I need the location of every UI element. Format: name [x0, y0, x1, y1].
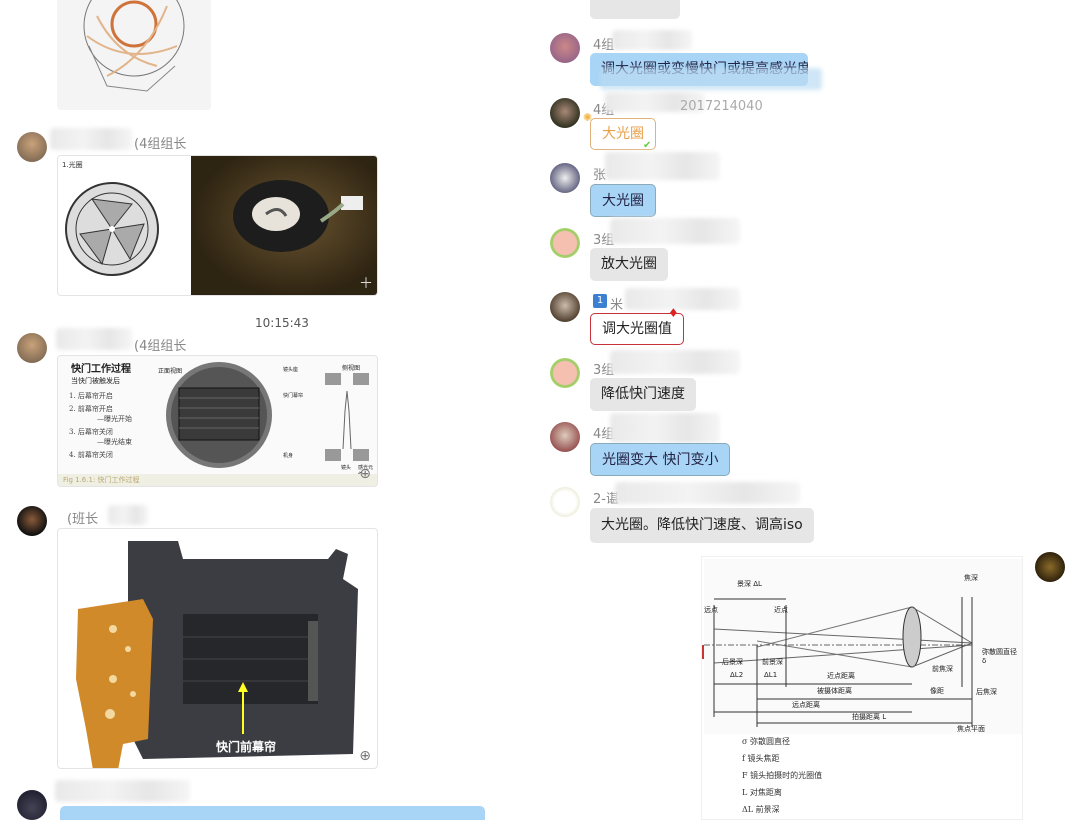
sender-name: 4组	[593, 38, 615, 53]
sender-name: (4组组长	[134, 137, 187, 152]
message-bubble[interactable]: 大光圈。降低快门速度、调高iso	[590, 508, 814, 543]
shutter-circle-diagram	[166, 362, 272, 468]
sender-name: 米	[610, 298, 624, 313]
self-avatar[interactable]	[1035, 552, 1065, 582]
avatar[interactable]	[17, 132, 47, 162]
iris-diagram-icon	[65, 182, 159, 276]
label: 镜头	[341, 465, 352, 471]
diagram-label: 后焦深	[976, 688, 997, 696]
partial-message-bubble[interactable]	[590, 0, 680, 19]
avatar[interactable]	[550, 422, 580, 452]
blurred-name	[610, 350, 740, 374]
diagram-label: ΔL2	[730, 671, 744, 679]
blurred-name	[612, 30, 692, 50]
sun-icon: ✺	[583, 111, 593, 124]
sender-name: 3组	[593, 233, 615, 248]
zoom-icon[interactable]: ⊕	[359, 748, 371, 764]
sender-name: (4组组长	[134, 339, 187, 354]
depth-of-field-diagram	[702, 559, 1022, 734]
message-bubble[interactable]: 大光圈	[590, 118, 656, 150]
blurred-name	[605, 92, 705, 112]
blurred-name	[55, 780, 190, 802]
label: 快门幕帘	[283, 393, 304, 399]
diagram-label: 被摄体距离	[817, 687, 852, 695]
diagram-label: 拍摄距离 L	[852, 713, 887, 721]
message-bubble[interactable]: 放大光圈	[590, 248, 668, 281]
zoom-icon[interactable]: ⊕	[359, 466, 371, 482]
sender-name: (班长	[67, 512, 99, 527]
partial-blue-bubble[interactable]	[60, 806, 485, 820]
avatar[interactable]	[550, 292, 580, 322]
image-caption: 1.光圈	[62, 161, 83, 169]
zoom-icon[interactable]: ＋	[359, 276, 373, 292]
diagram-label: 前焦深	[932, 665, 953, 673]
diagram-label: 后景深	[722, 658, 743, 666]
sender-name: 张	[593, 168, 607, 183]
message-bubble[interactable]: 光圈变大 快门变小	[590, 443, 731, 476]
photo-label: 快门前幕帘	[216, 740, 277, 754]
diagram-label: 弥散圆直径δ	[982, 648, 1017, 665]
shutter-unit-photo	[76, 541, 358, 768]
blurred-name	[605, 152, 720, 180]
diagram-label: 景深 ΔL	[737, 580, 762, 588]
side-view-diagram	[325, 373, 369, 461]
image-message[interactable]: 1.光圈 ＋	[57, 155, 378, 296]
label: 镜头座	[283, 367, 299, 373]
diagram-subtitle: 当快门被触发后	[71, 377, 120, 385]
message-bubble[interactable]: 大光圈	[590, 184, 656, 217]
blurred-name	[610, 218, 740, 244]
avatar[interactable]	[17, 790, 47, 820]
avatar[interactable]	[550, 163, 580, 193]
blurred-name	[615, 482, 800, 504]
diagram-label: 焦点平面	[957, 725, 985, 733]
avatar[interactable]	[17, 333, 47, 363]
avatar[interactable]	[550, 358, 580, 388]
heart-icon: ♦	[668, 306, 679, 320]
blurred-name	[108, 505, 148, 525]
aperture-drawing-icon	[83, 0, 185, 92]
image-message-shutter-photo[interactable]: 快门前幕帘 ⊕	[57, 528, 378, 769]
avatar[interactable]	[17, 506, 47, 536]
sender-name: 4组	[593, 427, 615, 442]
diagram-label: 近点	[774, 606, 788, 614]
label: 正面视图	[158, 368, 183, 375]
diagram-label: ΔL1	[764, 671, 778, 679]
message-bubble[interactable]: 调大光圈值	[590, 313, 684, 345]
avatar[interactable]	[550, 228, 580, 258]
sender-name: 2-谌	[593, 492, 619, 507]
image-message-dof-diagram[interactable]: 景深 ΔL 远点 近点 焦深 后景深 前景深 ΔL2 ΔL1 近点距离 被摄体距…	[701, 556, 1023, 820]
label: 侧视图	[342, 365, 361, 372]
diagram-label: 远点距离	[792, 701, 820, 709]
message-bubble[interactable]: 降低快门速度	[590, 378, 696, 411]
blurred-name	[610, 413, 720, 443]
diagram-label: 焦深	[964, 574, 978, 582]
blurred-name	[50, 128, 132, 150]
diagram-label: 近点距离	[827, 672, 855, 680]
aperture-photo: ＋	[191, 156, 377, 295]
label: 机身	[283, 453, 294, 459]
figure-caption: Fig 1.6.1: 快门工作过程	[58, 474, 377, 486]
sender-name: 3组	[593, 363, 615, 378]
blurred-name	[625, 288, 740, 310]
diagram-label: 远点	[704, 606, 718, 614]
rank-badge: 1	[593, 294, 607, 308]
diagram-label: 像距	[930, 687, 944, 695]
avatar[interactable]	[550, 98, 580, 128]
leaf-icon: ✔	[643, 140, 652, 151]
sender-id: 2017214040	[680, 99, 763, 114]
diagram-legend: σ 弥散圆直径 f 镜头焦距 F 镜头拍摄时的光圈值 L 对焦距离 ΔL 前景深	[742, 737, 823, 814]
image-aperture-drawing[interactable]	[57, 0, 211, 110]
timestamp: 10:15:43	[255, 316, 309, 330]
image-message-shutter-diagram[interactable]: 快门工作过程 当快门被触发后 1. 后幕帘开启 2. 前幕帘开启 —曝光开始 3…	[57, 355, 378, 487]
avatar[interactable]	[550, 487, 580, 517]
diagram-label: 前景深	[762, 658, 783, 666]
diagram-steps: 1. 后幕帘开启 2. 前幕帘开启 —曝光开始 3. 后幕帘关闭 —曝光结束 4…	[69, 392, 132, 459]
diagram-title: 快门工作过程	[71, 364, 131, 375]
blurred-name	[56, 328, 132, 350]
blur-overlay	[600, 68, 822, 90]
avatar[interactable]	[550, 33, 580, 63]
